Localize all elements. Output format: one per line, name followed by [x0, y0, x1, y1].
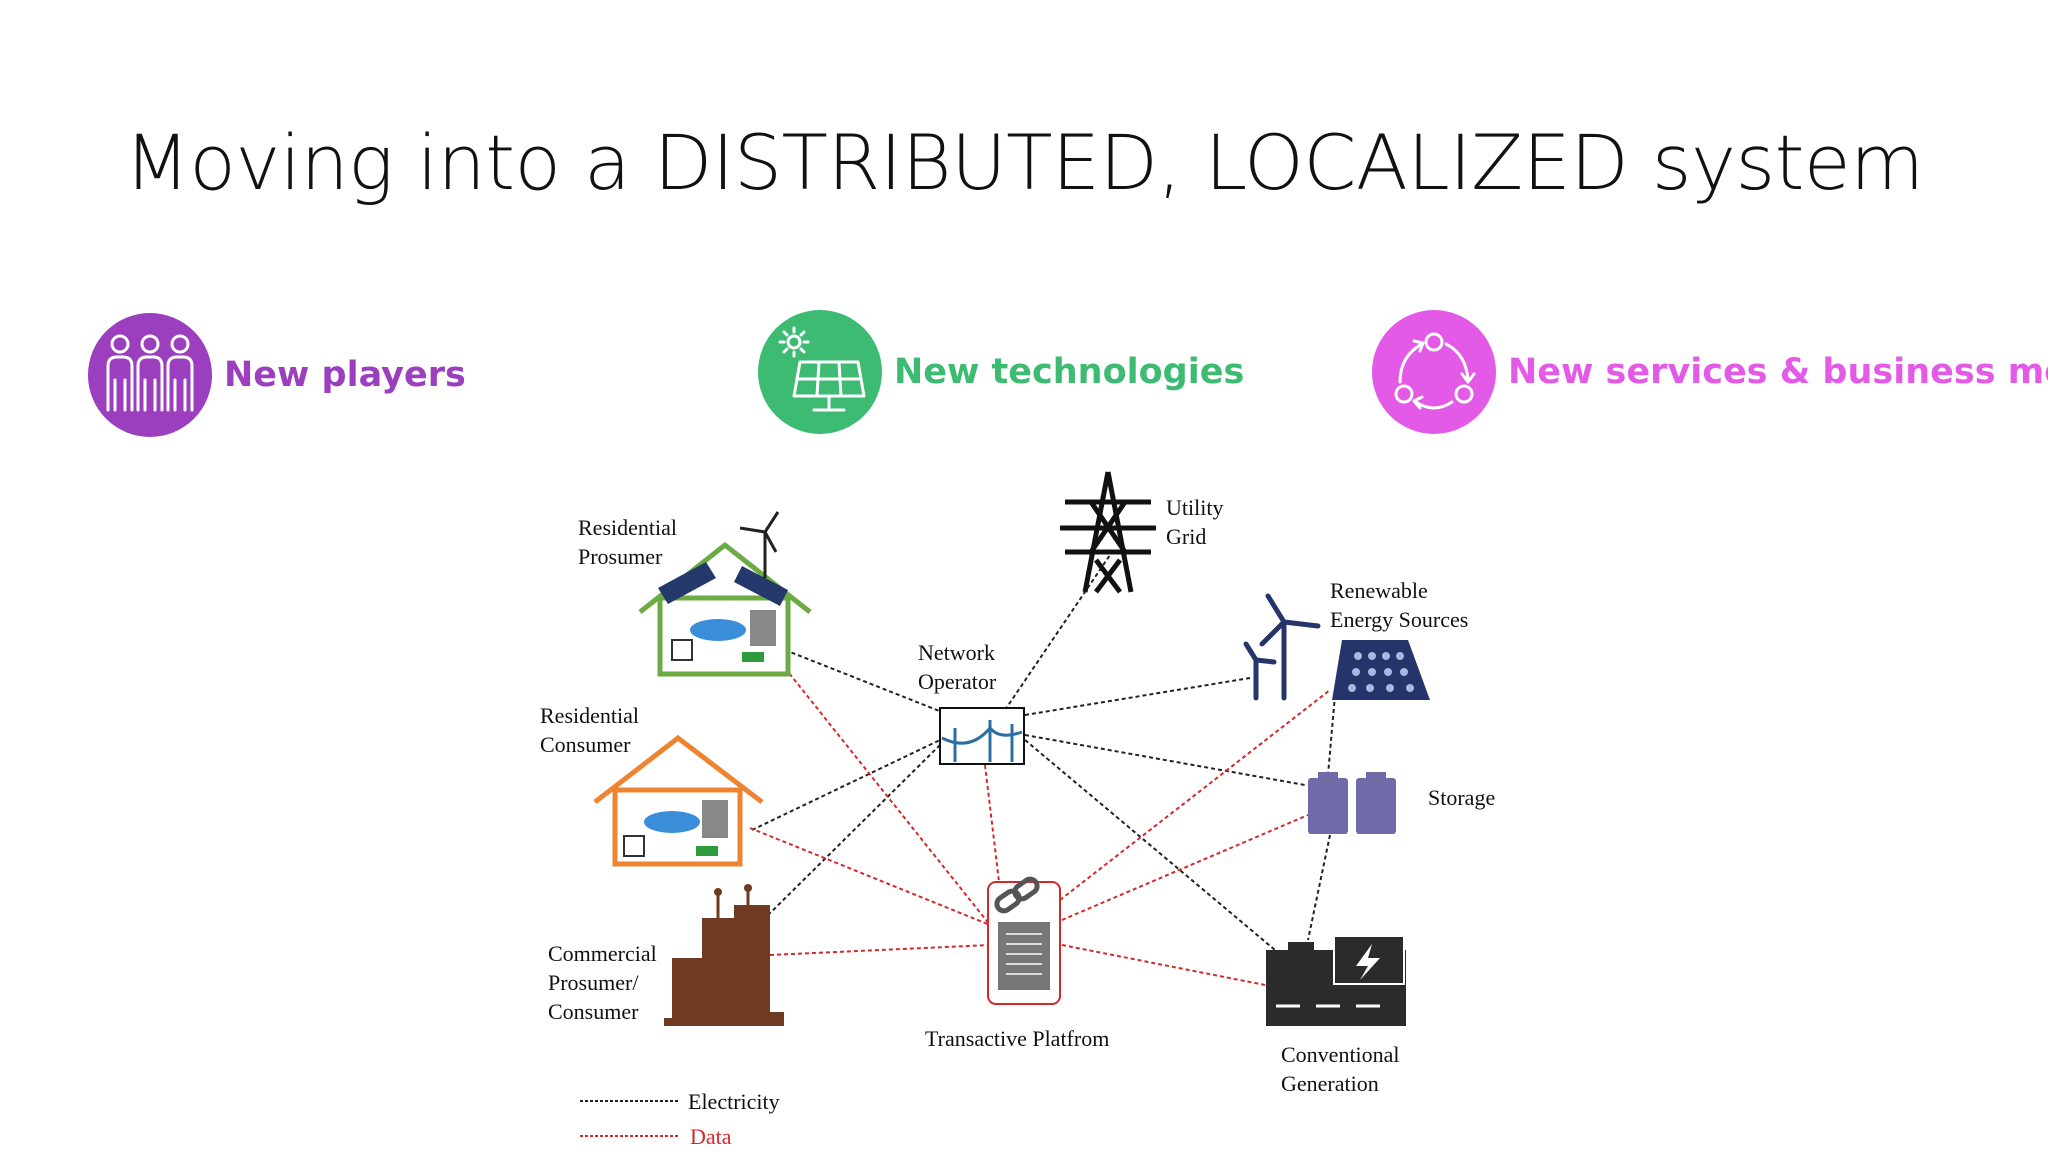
data-line: [769, 944, 991, 956]
building-icon: [664, 884, 784, 1026]
residential-consumer-node: Residential Consumer: [540, 703, 764, 867]
electricity-line: [1327, 694, 1336, 776]
electricity-line: [751, 739, 941, 831]
appliances-icon: [623, 800, 728, 857]
node-label: Residential: [578, 515, 677, 540]
solar-panel-icon: [1332, 640, 1430, 700]
electricity-line: [1024, 739, 1276, 951]
node-label: Network: [918, 640, 995, 665]
residential-prosumer-node: Residential Prosumer: [578, 511, 812, 677]
house-icon: [638, 541, 812, 677]
category-label: New players: [224, 355, 466, 395]
battery-icon: [1308, 772, 1396, 834]
commercial-node: Commercial Prosumer/ Consumer: [548, 884, 784, 1026]
data-line: [749, 827, 991, 926]
power-lines-icon: [941, 720, 1023, 762]
wind-turbine-icon: [1243, 593, 1321, 701]
cycle-icon: [1372, 310, 1496, 434]
node-label: Transactive Platfrom: [925, 1026, 1109, 1051]
solar-panel-icon: [758, 310, 882, 434]
electricity-line: [1004, 554, 1111, 711]
node-label: Prosumer: [578, 544, 663, 569]
generator-icon: [1266, 935, 1406, 1026]
data-line: [784, 667, 991, 926]
slide-title: Moving into a DISTRIBUTED, LOCALIZED sys…: [124, 118, 1924, 207]
connections: [749, 554, 1336, 986]
appliances-icon: [671, 610, 776, 662]
category-new-technologies: New technologies: [758, 310, 1244, 434]
category-label: New technologies: [894, 352, 1245, 392]
legend-electricity-label: Electricity: [688, 1089, 780, 1114]
category-new-services: New services & business models: [1372, 310, 2048, 434]
data-line: [984, 764, 1001, 891]
data-line: [1061, 944, 1266, 986]
node-label: Residential: [540, 703, 639, 728]
category-label: New services & business models: [1508, 352, 2048, 392]
node-label: Commercial: [548, 941, 657, 966]
node-label: Operator: [918, 669, 997, 694]
wind-turbine-icon: [739, 511, 780, 578]
node-label: Prosumer/: [548, 970, 639, 995]
electricity-line: [784, 649, 943, 713]
electricity-line: [1024, 734, 1306, 786]
electricity-line: [757, 744, 941, 926]
document-icon: [998, 922, 1050, 990]
node-label: Consumer: [540, 732, 631, 757]
transmission-tower-icon: [1060, 471, 1156, 594]
transactive-platform-node: Transactive Platfrom: [925, 876, 1109, 1051]
people-icon: [88, 313, 212, 437]
storage-node: Storage: [1308, 772, 1495, 834]
legend-data-label: Data: [690, 1124, 732, 1149]
node-label: Utility: [1166, 495, 1223, 520]
solar-panel-icon: [658, 562, 788, 606]
network-operator-node: Network Operator: [918, 640, 1025, 765]
electricity-line: [1024, 677, 1251, 716]
node-label: Generation: [1281, 1071, 1379, 1096]
data-line: [1061, 814, 1309, 921]
node-label: Renewable: [1330, 578, 1428, 603]
utility-grid-node: Utility Grid: [1060, 471, 1223, 594]
category-new-players: New players: [88, 313, 466, 437]
node-label: Energy Sources: [1330, 607, 1468, 632]
data-line: [1059, 689, 1331, 901]
renewable-node: Renewable Energy Sources: [1243, 578, 1468, 701]
conventional-generation-node: Conventional Generation: [1266, 935, 1406, 1096]
electricity-line: [1307, 834, 1331, 941]
node-label: Grid: [1166, 524, 1206, 549]
legend: Electricity Data: [580, 1089, 780, 1149]
node-label: Storage: [1428, 785, 1495, 810]
chain-link-icon: [994, 876, 1040, 914]
node-label: Consumer: [548, 999, 639, 1024]
node-label: Conventional: [1281, 1042, 1400, 1067]
